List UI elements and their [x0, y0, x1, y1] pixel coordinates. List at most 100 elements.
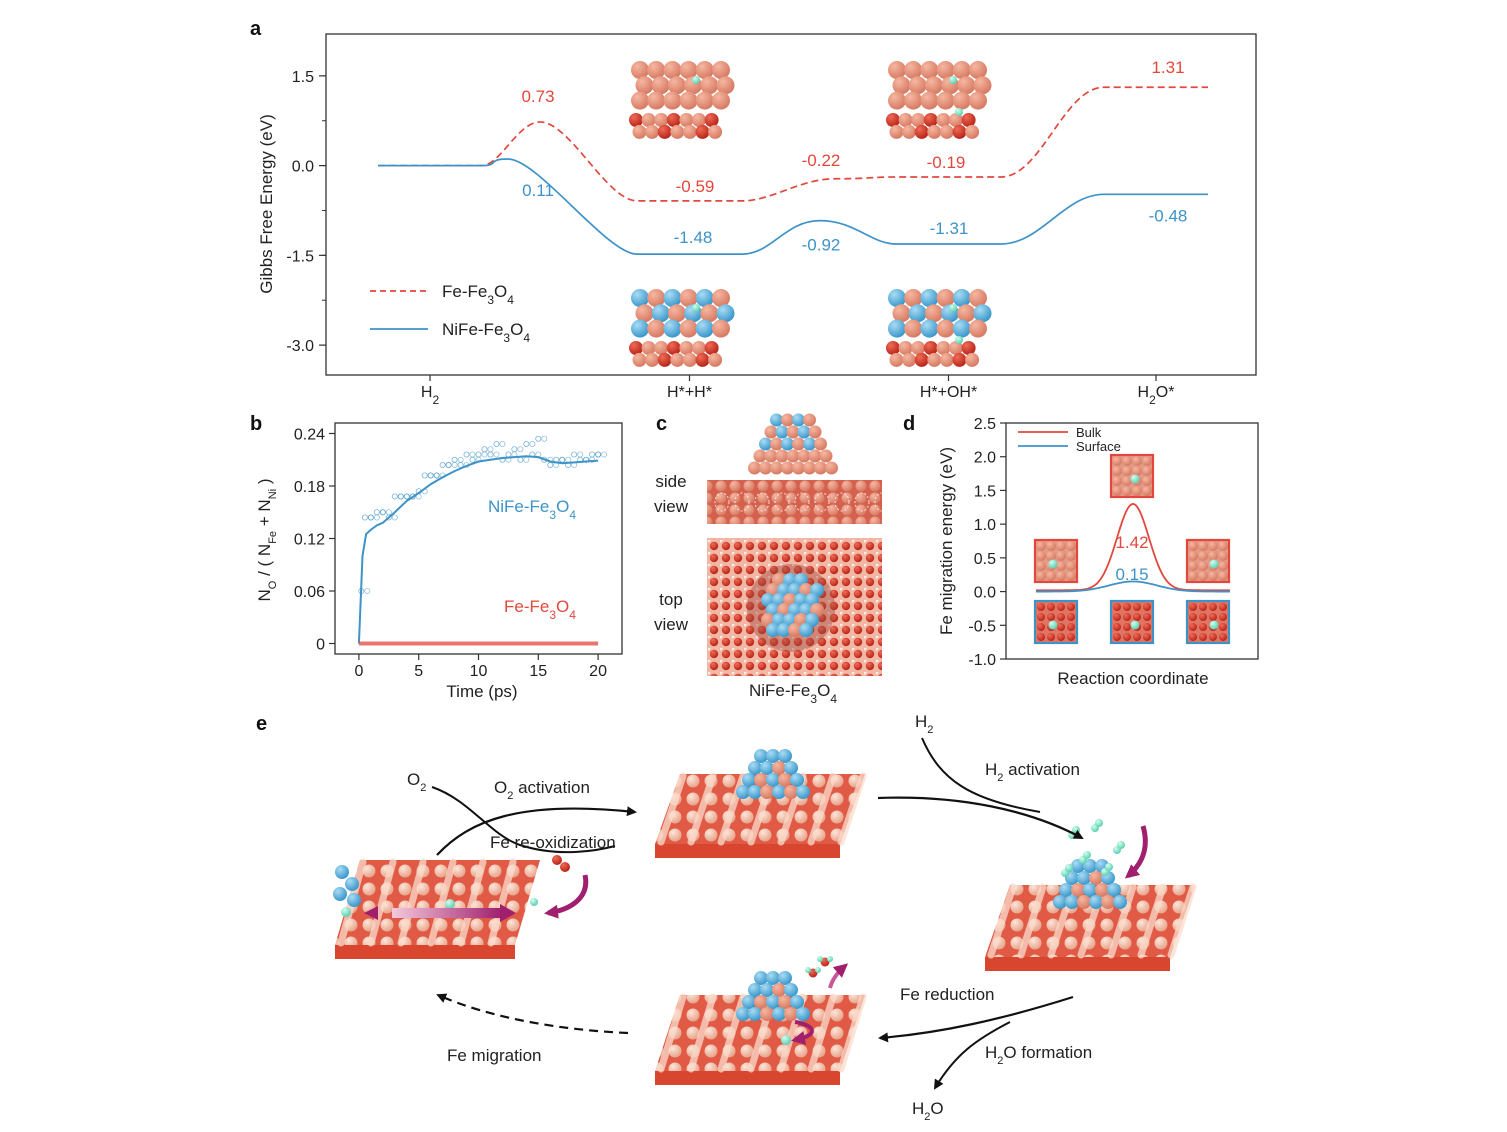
inset-atom — [1057, 633, 1065, 641]
slab-front — [655, 844, 840, 858]
atom — [969, 289, 987, 307]
slab-front — [655, 1071, 840, 1085]
inset-atom — [1189, 603, 1197, 611]
cluster-atom — [754, 749, 768, 763]
y-axis-d: 2.52.01.51.00.50.0-0.5-1.0 — [968, 416, 1006, 669]
data-point-b — [517, 456, 524, 463]
inset-atom — [1209, 633, 1217, 641]
energy-labels: 0.73-0.59-0.22-0.191.310.11-1.48-0.92-1.… — [521, 58, 1187, 254]
cluster-top-center — [736, 749, 810, 799]
cluster-atom — [1071, 883, 1085, 897]
atom — [651, 304, 670, 323]
atom — [679, 341, 694, 355]
atom — [904, 319, 923, 338]
inset-atom — [1112, 486, 1122, 496]
inset-cluster — [631, 61, 735, 110]
cluster-left — [333, 865, 455, 917]
atom — [670, 352, 685, 367]
chart-d-migration: 2.52.01.51.00.50.0-0.5-1.0 Fe migration … — [937, 416, 1259, 688]
atom — [679, 113, 694, 127]
x-category-label: H*+H* — [667, 384, 712, 401]
atom — [952, 124, 967, 139]
cluster-atom — [803, 413, 816, 427]
atom — [923, 341, 938, 355]
atom-row — [1107, 883, 1137, 959]
inset-atom — [1067, 603, 1075, 611]
data-point-b — [469, 451, 476, 458]
cluster-atom — [772, 983, 786, 997]
h2-label: H2 — [915, 712, 933, 736]
cluster-atom — [764, 425, 778, 439]
migration-bar — [392, 908, 502, 918]
atom — [708, 124, 723, 139]
y-tick-label-a: -1.5 — [286, 248, 314, 265]
atom — [631, 91, 649, 110]
slab-left — [335, 858, 540, 959]
inset-cluster — [888, 61, 992, 110]
cluster-atom — [1077, 895, 1091, 909]
atom — [667, 76, 686, 95]
slab-front — [985, 957, 1170, 971]
atom — [692, 113, 706, 127]
inset-atom — [1037, 613, 1045, 621]
atom — [654, 341, 669, 355]
hex-ring — [774, 492, 790, 512]
atom — [904, 61, 923, 79]
cluster-atom — [770, 437, 783, 451]
inset-atom — [1219, 603, 1227, 611]
o2-activation-label: O2 activation — [494, 778, 590, 802]
atom — [645, 352, 660, 367]
data-point-b — [487, 446, 494, 453]
inset-cluster — [888, 289, 992, 338]
atom — [679, 289, 698, 307]
inset-atom — [1218, 571, 1228, 581]
hex-ring — [794, 492, 810, 512]
cluster-atom — [819, 449, 833, 463]
cluster-atom — [781, 461, 794, 475]
atom — [663, 319, 682, 338]
atom — [952, 352, 967, 367]
atom — [957, 76, 976, 95]
inset-atom — [1047, 603, 1055, 611]
atom — [952, 61, 971, 79]
data-point-b — [427, 472, 434, 479]
data-point-b — [403, 493, 410, 500]
hex-ring — [734, 492, 750, 512]
data-point-b — [463, 451, 470, 458]
inset-atom — [1123, 603, 1131, 611]
inset-atom — [1208, 571, 1218, 581]
inset-atom — [1113, 633, 1121, 641]
inset-atom — [1037, 603, 1045, 611]
atom — [888, 91, 906, 110]
cluster-atom — [808, 449, 822, 463]
inset-atom — [1142, 466, 1152, 476]
atom — [631, 289, 649, 307]
inset-atom — [1208, 551, 1218, 561]
x-axis-title-d: Reaction coordinate — [1057, 669, 1208, 688]
inset-slab — [886, 113, 980, 139]
atom-row — [807, 993, 837, 1073]
inset-atom — [1133, 613, 1141, 621]
cluster-atom — [792, 413, 805, 427]
atom — [663, 61, 682, 79]
fe-atom — [1130, 474, 1140, 484]
trend-line-b — [357, 455, 599, 644]
top-cluster-atom — [788, 623, 802, 637]
hydrogen-atom — [692, 76, 700, 84]
atom-row — [427, 858, 457, 947]
cluster-atom — [759, 437, 772, 451]
data-point-b — [529, 440, 536, 447]
series-label-b: Fe-Fe3O4 — [504, 597, 576, 622]
atom — [920, 61, 939, 79]
inset-atom — [1113, 603, 1121, 611]
atom — [654, 113, 669, 127]
data-point-b — [451, 456, 458, 463]
panel-label-a: a — [250, 18, 262, 40]
cluster-bottom-center — [736, 971, 810, 1021]
data-point-b — [493, 451, 500, 458]
h2o-outflow-arrow — [933, 1021, 1011, 1090]
cluster-atom — [1089, 895, 1103, 909]
atom — [936, 289, 955, 307]
x-tick-label-b: 5 — [414, 663, 423, 680]
